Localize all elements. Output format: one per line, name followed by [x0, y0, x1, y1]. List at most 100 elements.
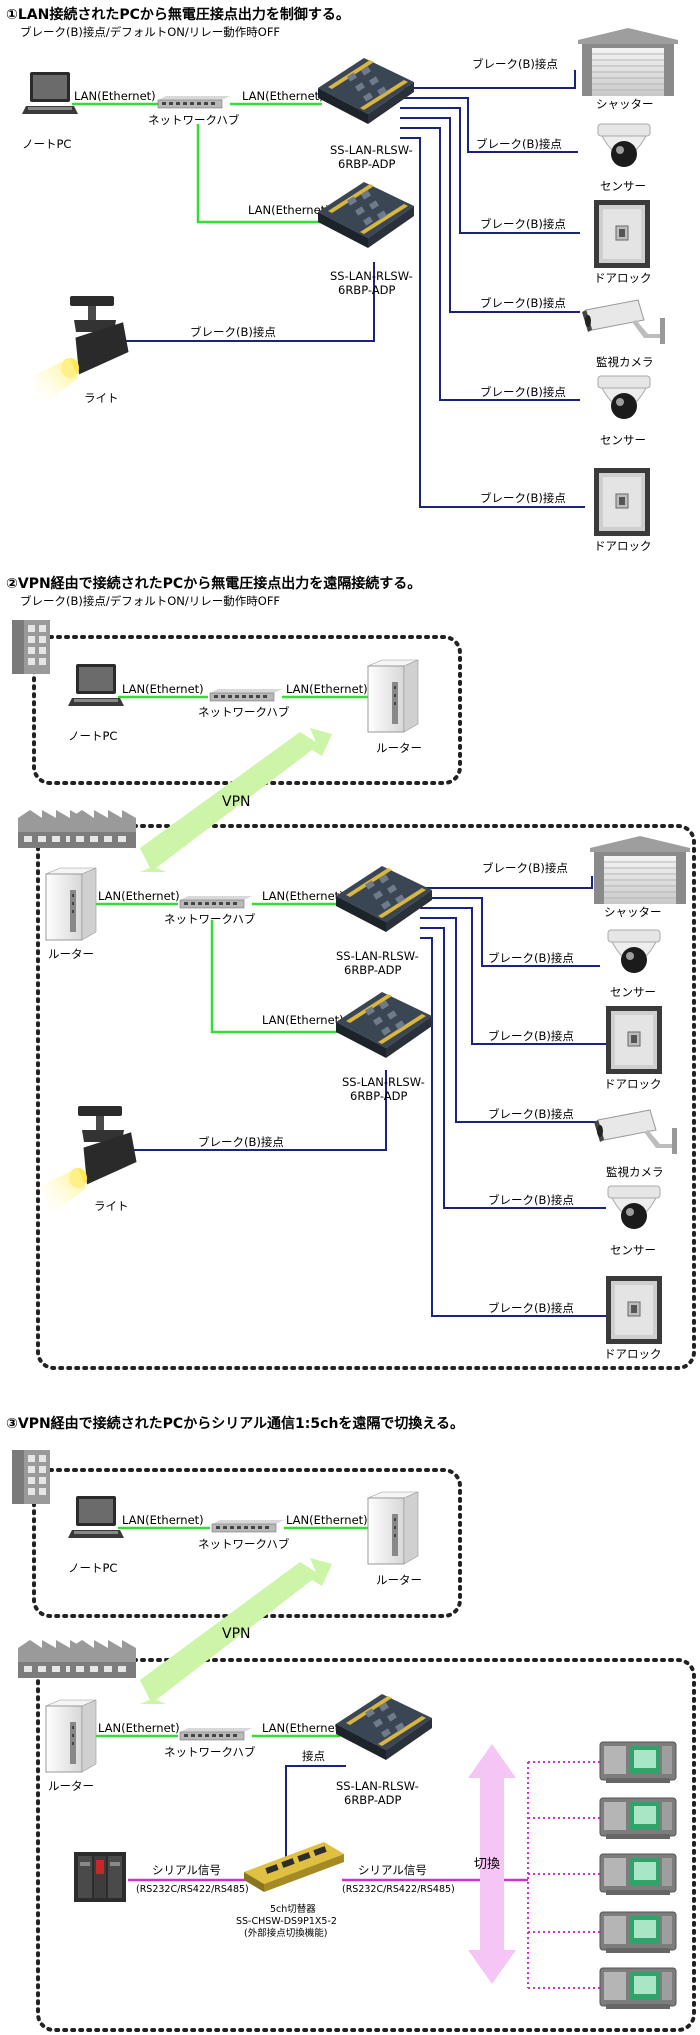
door-lock-icon [593, 199, 651, 269]
section-2-subtitle: ブレーク(B)接点/デフォルトON/リレー動作時OFF [20, 594, 280, 608]
device-model: 6RBP-ADP [350, 1089, 407, 1103]
lan-label: LAN(Ethernet) [242, 89, 324, 103]
relay-device-icon [318, 182, 414, 248]
device-model: 6RBP-ADP [338, 283, 395, 297]
serial-types-label: (RS232C/RS422/RS485) [136, 1884, 249, 1895]
factory-icon [70, 810, 136, 848]
hub-icon [211, 1519, 285, 1533]
lan-label: LAN(Ethernet) [98, 1721, 180, 1735]
sensor-label: センサー [610, 1243, 656, 1257]
door-lock-icon [593, 467, 651, 537]
hub-label: ネットワークハブ [164, 912, 256, 926]
break-contact-label: ブレーク(B)接点 [488, 1301, 574, 1315]
monitor-icon [599, 1797, 677, 1840]
monitor-icon [599, 1853, 677, 1896]
break-contact-label: ブレーク(B)接点 [488, 1107, 574, 1121]
lan-label: LAN(Ethernet) [262, 1013, 344, 1027]
note-pc-label: ノートPC [68, 729, 117, 743]
door-lock-label: ドアロック [604, 1347, 662, 1361]
camera-label: 監視カメラ [596, 355, 654, 369]
break-contact-label: ブレーク(B)接点 [488, 951, 574, 965]
laptop-icon [68, 1496, 124, 1538]
device-model: 6RBP-ADP [344, 963, 401, 977]
shutter-icon [577, 27, 679, 97]
section-2-title: ②VPN経由で接続されたPCから無電圧接点出力を遠隔接続する。 [6, 575, 421, 592]
shutter-label: シャッター [596, 97, 654, 111]
lan-lines [96, 695, 368, 1034]
section-3: ③VPN経由で接続されたPCからシリアル通信1:5chを遠隔で切換える。 [6, 1415, 696, 2032]
door-lock-icon [605, 1275, 663, 1345]
vpn-label: VPN [222, 1626, 251, 1642]
note-pc-label: ノートPC [22, 137, 71, 151]
contact-label: 接点 [302, 1749, 325, 1763]
break-contact-label: ブレーク(B)接点 [480, 491, 566, 505]
break-contact-label: ブレーク(B)接点 [472, 57, 558, 71]
break-contact-label: ブレーク(B)接点 [480, 217, 566, 231]
relay-device-icon [318, 58, 414, 124]
switcher-note: (外部接点切換機能) [244, 1927, 327, 1939]
serial-switcher-icon [244, 1842, 344, 1892]
section-1-title: ①LAN接続されたPCから無電圧接点出力を制御する。 [6, 6, 350, 23]
hub-label: ネットワークハブ [148, 113, 240, 127]
relay-device-icon [336, 1694, 432, 1760]
laptop-icon [68, 664, 124, 706]
device-model: 6RBP-ADP [338, 157, 395, 171]
shutter-label: シャッター [604, 905, 662, 919]
router-label: ルーター [48, 1779, 94, 1793]
lan-label: LAN(Ethernet) [122, 682, 204, 696]
lan-lines [96, 1526, 368, 1738]
section-1: ①LAN接続されたPCから無電圧接点出力を制御する。 ブレーク(B)接点/デフォ… [6, 6, 679, 553]
relay-device-icon [336, 992, 432, 1058]
monitor-icon [599, 1967, 677, 2010]
contact-lines [285, 1765, 346, 1876]
device-name: SS-LAN-RLSW- [336, 1779, 419, 1793]
router-label: ルーター [376, 741, 422, 755]
serial-types-label: (RS232C/RS422/RS485) [342, 1884, 455, 1895]
switch-label: 切換 [474, 1857, 500, 1872]
sensor-label: センサー [600, 433, 646, 447]
door-lock-label: ドアロック [604, 1077, 662, 1091]
dome-camera-icon [607, 1185, 661, 1230]
section-3-title: ③VPN経由で接続されたPCからシリアル通信1:5chを遠隔で切換える。 [6, 1415, 464, 1432]
serial-signal-label: シリアル信号 [358, 1863, 427, 1877]
monitor-icon [599, 1911, 677, 1954]
serial-branch-lines [527, 1761, 600, 1989]
lan-label: LAN(Ethernet) [262, 889, 344, 903]
building-icon [12, 1450, 50, 1504]
hub-icon [157, 95, 231, 109]
router-icon [367, 659, 419, 733]
device-name: SS-LAN-RLSW- [342, 1075, 425, 1089]
lan-label: LAN(Ethernet) [98, 889, 180, 903]
sensor-label: センサー [610, 985, 656, 999]
light-label: ライト [94, 1199, 129, 1213]
dome-camera-icon [607, 929, 661, 974]
laptop-icon [22, 72, 78, 114]
shutter-icon [589, 835, 691, 905]
plc-icon [74, 1852, 126, 1902]
switch-arrow [468, 1744, 516, 1984]
camera-label: 監視カメラ [606, 1165, 664, 1179]
hub-icon [179, 1727, 253, 1741]
router-icon [367, 1491, 419, 1565]
device-name: SS-LAN-RLSW- [336, 949, 419, 963]
device-name: SS-LAN-RLSW- [330, 269, 413, 283]
contact-lines [116, 876, 606, 1317]
break-contact-label: ブレーク(B)接点 [482, 861, 568, 875]
break-contact-label: ブレーク(B)接点 [476, 137, 562, 151]
break-contact-label: ブレーク(B)接点 [480, 296, 566, 310]
door-lock-label: ドアロック [594, 539, 652, 553]
lan-label: LAN(Ethernet) [286, 1513, 368, 1527]
break-contact-label: ブレーク(B)接点 [480, 385, 566, 399]
hub-icon [209, 688, 283, 702]
contact-lines [108, 70, 585, 508]
vpn-arrow [140, 728, 332, 872]
relay-device-icon [336, 866, 432, 932]
device-model: 6RBP-ADP [344, 1793, 401, 1807]
switcher-name: 5ch切替器 [270, 1903, 316, 1915]
note-pc-label: ノートPC [68, 1561, 117, 1575]
break-contact-label: ブレーク(B)接点 [488, 1193, 574, 1207]
router-icon [45, 1699, 97, 1773]
surveillance-camera-icon [593, 1109, 678, 1155]
